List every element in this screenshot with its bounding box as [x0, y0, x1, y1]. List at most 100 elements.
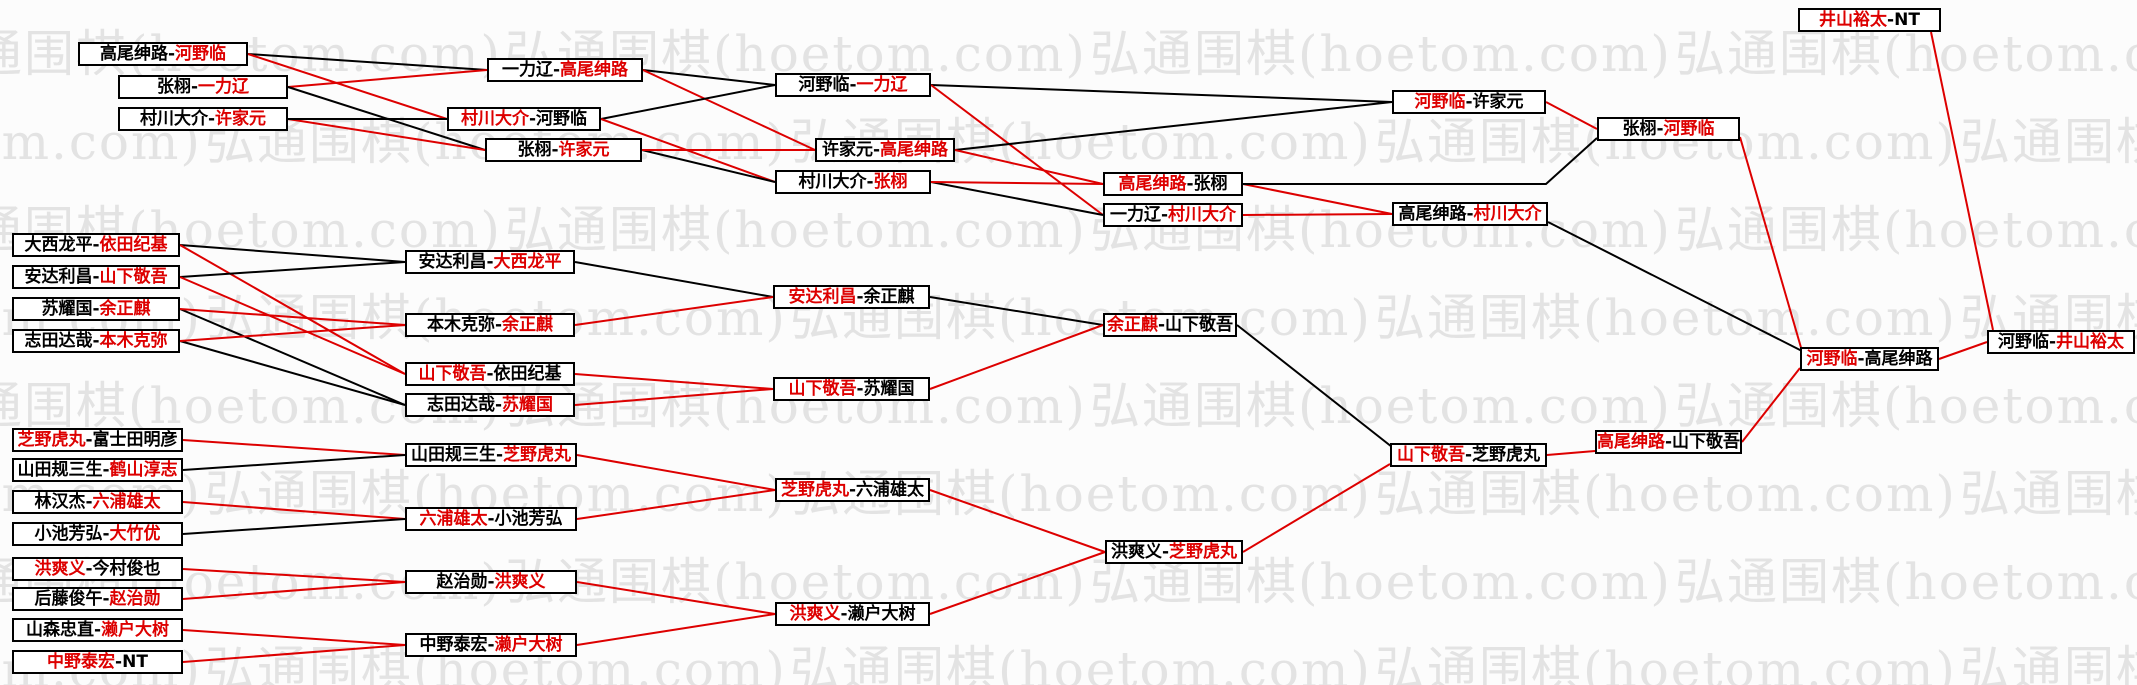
vs-dash: -	[848, 480, 857, 500]
watermark-text: 弘通围棋(hoetom.com)	[790, 641, 1372, 685]
bracket-connector-red	[1242, 183, 1393, 215]
player-left: 河野临	[1414, 92, 1466, 112]
player-left: 高尾绅路	[1398, 204, 1467, 224]
bracket-connector-black	[930, 84, 1393, 103]
match-box: 芝野虎丸-富士田明彦	[12, 428, 183, 452]
bracket-connector-red	[179, 276, 406, 375]
player-right: 高尾绅路	[880, 140, 949, 160]
vs-dash: -	[92, 235, 100, 255]
match-box: 村川大介-河野临	[447, 107, 601, 131]
player-left: 张栩	[517, 140, 552, 160]
player-left: 洪爽义	[34, 559, 86, 579]
vs-dash: -	[1664, 432, 1673, 452]
bracket-connector-red	[287, 69, 488, 88]
player-right: 张栩	[873, 172, 908, 192]
bracket-connector-black	[247, 53, 488, 71]
watermark-text: 弘通围棋(hoetom.com)	[1375, 641, 1957, 685]
player-left: 山田规三生	[17, 460, 103, 480]
vs-dash: -	[1161, 542, 1170, 562]
match-box: 洪爽义-芝野虎丸	[1105, 540, 1243, 564]
match-box: 小池芳弘-大竹优	[12, 522, 183, 546]
vs-dash: -	[1656, 119, 1664, 139]
player-left: 村川大介	[798, 172, 867, 192]
bracket-connector-red	[929, 489, 1106, 553]
match-box: 许家元-高尾绅路	[815, 138, 955, 162]
player-right: 依田纪基	[493, 364, 562, 384]
player-left: 赵治勋	[436, 572, 488, 592]
match-box: 赵治勋-洪爽义	[405, 570, 577, 594]
player-left: 山下敬吾	[418, 364, 487, 384]
player-right: 濑户大树	[101, 620, 170, 640]
player-left: 山森忠直	[25, 620, 94, 640]
player-left: 小池芳弘	[34, 524, 103, 544]
player-left: 一力辽	[1109, 205, 1161, 225]
bracket-connector-red	[574, 388, 774, 406]
player-left: 安达利昌	[24, 267, 93, 287]
vs-dash: -	[2048, 332, 2057, 352]
player-left: 山田规三生	[410, 445, 496, 465]
bracket-connector-black	[574, 261, 774, 298]
player-left: 中野泰宏	[419, 635, 488, 655]
vs-dash: -	[1857, 349, 1865, 369]
player-left: 林汉杰	[34, 492, 86, 512]
vs-dash: -	[866, 172, 874, 192]
watermark-text: 弘通围棋(hoetom.com)	[1090, 25, 1672, 83]
vs-dash: -	[552, 60, 561, 80]
vs-dash: -	[85, 430, 93, 450]
match-box: 村川大介-许家元	[118, 107, 288, 131]
player-right: 大西龙平	[493, 252, 562, 272]
bracket-connector-red	[576, 489, 776, 520]
bracket-connector-red	[182, 501, 406, 520]
match-box: 高尾绅路-河野临	[78, 42, 248, 66]
match-box: 张栩-一力辽	[118, 75, 288, 99]
bracket-connector-red	[930, 84, 1104, 216]
bracket-connector-black	[1236, 324, 1393, 448]
bracket-connector-red	[182, 629, 406, 646]
watermark-text: 弘通围棋(hoetom.com)	[1675, 25, 2137, 83]
vs-dash: -	[551, 140, 559, 160]
bracket-connector-red	[179, 324, 406, 342]
match-box: 六浦雄太-小池芳弘	[405, 507, 577, 531]
player-right: 六浦雄太	[856, 480, 925, 500]
player-right: 高尾绅路	[1864, 349, 1933, 369]
player-right: 芝野虎丸	[503, 445, 572, 465]
bracket-connector-black	[179, 340, 406, 406]
bracket-connector-red	[247, 53, 448, 120]
bracket-connector-black	[600, 84, 776, 120]
player-left: 山下敬吾	[788, 379, 857, 399]
vs-dash: -	[856, 379, 864, 399]
match-box: 张栩-河野临	[1597, 117, 1740, 141]
player-right: 洪爽义	[494, 572, 546, 592]
watermark-text: 弘通围棋(hoetom.com)	[1675, 377, 2137, 435]
match-box: 张栩-许家元	[485, 138, 642, 162]
player-right: 小池芳弘	[494, 509, 563, 529]
player-left: 许家元	[821, 140, 873, 160]
player-left: 村川大介	[460, 109, 529, 129]
match-box: 林汉杰-六浦雄太	[12, 490, 183, 514]
player-left: 洪爽义	[1110, 542, 1162, 562]
player-left: 余正麒	[1106, 315, 1158, 335]
bracket-connector-red	[182, 439, 406, 456]
player-left: 山下敬吾	[1396, 445, 1465, 465]
player-right: 许家元	[1472, 92, 1524, 112]
match-box: 山下敬吾-依田纪基	[405, 362, 575, 386]
bracket-connector-red	[574, 373, 774, 390]
player-left: 志田达哉	[24, 331, 93, 351]
bracket-connector-black	[642, 69, 776, 86]
vs-dash: -	[1465, 92, 1473, 112]
bracket-connector-black	[182, 454, 406, 471]
player-right: 余正麒	[99, 299, 151, 319]
bracket-connector-red	[1930, 31, 1994, 331]
player-right: 一力辽	[198, 77, 250, 97]
vs-dash: -	[1157, 315, 1166, 335]
vs-dash: -	[486, 252, 494, 272]
watermark-text: 弘通围棋(hoetom.com)	[1090, 377, 1672, 435]
match-box: 洪爽义-濑户大树	[775, 602, 930, 626]
watermark-text: 弘通围棋(hoetom.com)	[1675, 553, 2137, 611]
player-right: 一力辽	[856, 75, 908, 95]
vs-dash: -	[872, 140, 881, 160]
player-right: 山下敬吾	[99, 267, 168, 287]
bracket-connector-black	[1243, 137, 1598, 185]
match-box: 河野临-高尾绅路	[1800, 347, 1939, 371]
